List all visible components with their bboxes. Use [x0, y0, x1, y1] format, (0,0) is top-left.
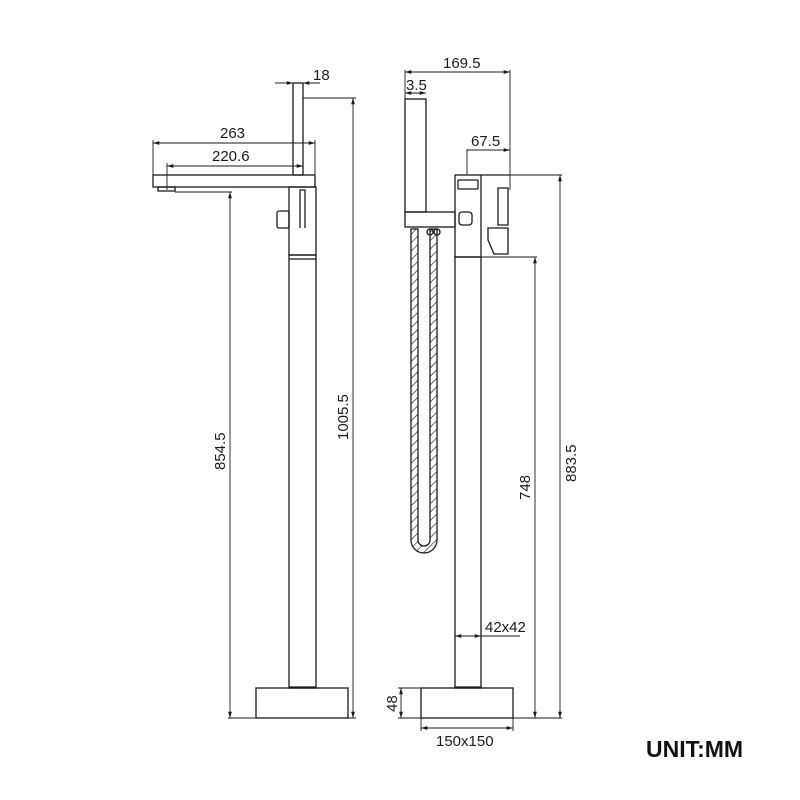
dim-pipe-section: 42x42: [485, 619, 526, 636]
dim-handshower-width: 18: [313, 67, 330, 84]
side-button: [458, 211, 473, 226]
side-view-faucet: [404, 98, 514, 719]
front-body-slot: [299, 189, 306, 228]
dim-overall-depth: 169.5: [443, 55, 481, 72]
side-top-slot: [457, 179, 479, 190]
front-pipe: [288, 254, 317, 689]
side-handshower: [404, 98, 427, 213]
front-body: [288, 186, 317, 256]
unit-label: UNIT:MM: [646, 736, 744, 762]
front-spout: [152, 174, 316, 188]
side-pipe: [454, 256, 482, 689]
front-view-faucet: [152, 82, 349, 719]
side-base: [420, 687, 514, 719]
side-handle: [481, 174, 510, 226]
front-handle-knob: [276, 210, 290, 229]
front-dimensions: 18 263 220.6 854.5 1005.5: [152, 67, 356, 719]
side-hose: [410, 228, 438, 554]
front-aerator: [157, 186, 176, 192]
dim-body-height: 883.5: [563, 444, 580, 482]
dim-handle-depth: 67.5: [471, 133, 500, 150]
dim-base-height: 48: [384, 695, 401, 712]
front-handshower: [292, 82, 304, 176]
dim-spout-height: 854.5: [212, 432, 229, 470]
dim-total-height: 1005.5: [335, 394, 352, 440]
dim-base-size: 150x150: [436, 733, 494, 750]
dim-spout-reach: 220.6: [212, 148, 250, 165]
side-holder: [404, 211, 456, 228]
dim-spout-length: 263: [220, 125, 245, 142]
dim-outlet-height: 748: [517, 475, 534, 500]
side-dimensions: 169.5 3.5 67.5 748 883.5 42x42 48 150x15…: [384, 55, 580, 750]
dim-handshower-offset: 3.5: [406, 77, 427, 94]
front-base: [255, 687, 349, 719]
side-lever: [487, 227, 509, 255]
